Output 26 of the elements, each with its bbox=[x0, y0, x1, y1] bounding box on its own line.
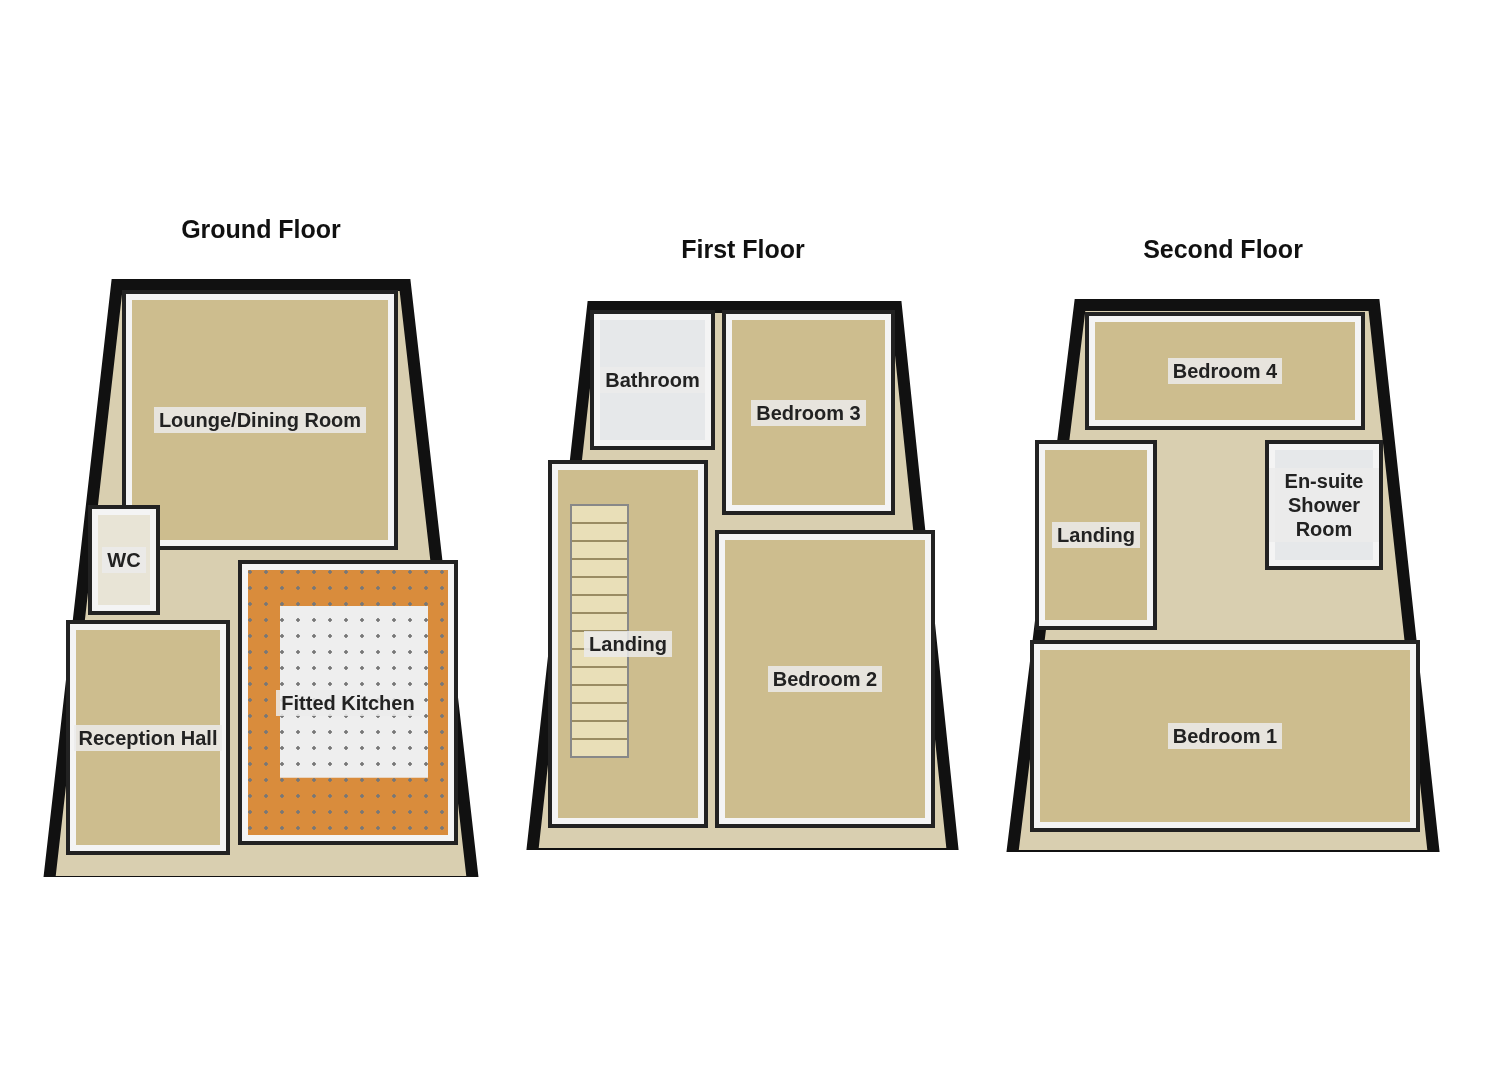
room-label: Bedroom 4 bbox=[1167, 358, 1283, 384]
room bbox=[66, 620, 230, 855]
room bbox=[1265, 440, 1383, 570]
floor-title: Ground Floor bbox=[181, 215, 341, 243]
room bbox=[1085, 312, 1365, 430]
room bbox=[122, 290, 398, 550]
room-label: Bathroom bbox=[600, 367, 705, 393]
room-label: WC bbox=[102, 547, 146, 573]
floor-title: First Floor bbox=[681, 235, 805, 263]
room-label: Bedroom 2 bbox=[767, 666, 883, 692]
room-label: Bedroom 1 bbox=[1167, 723, 1283, 749]
room bbox=[1030, 640, 1420, 832]
room bbox=[722, 310, 895, 515]
floor-title: Second Floor bbox=[1143, 235, 1303, 263]
room bbox=[238, 560, 458, 845]
room bbox=[590, 310, 715, 450]
room-label: Bedroom 3 bbox=[751, 399, 866, 426]
room-label: Landing bbox=[584, 631, 672, 657]
room-label: Reception Hall bbox=[73, 724, 223, 751]
room bbox=[548, 460, 708, 828]
room bbox=[715, 530, 935, 828]
room-label: Landing bbox=[1052, 522, 1140, 548]
room-label: Lounge/Dining Room bbox=[153, 407, 367, 433]
room-label: En-suite Shower Room bbox=[1269, 468, 1379, 542]
room bbox=[88, 505, 160, 615]
room bbox=[1035, 440, 1157, 630]
